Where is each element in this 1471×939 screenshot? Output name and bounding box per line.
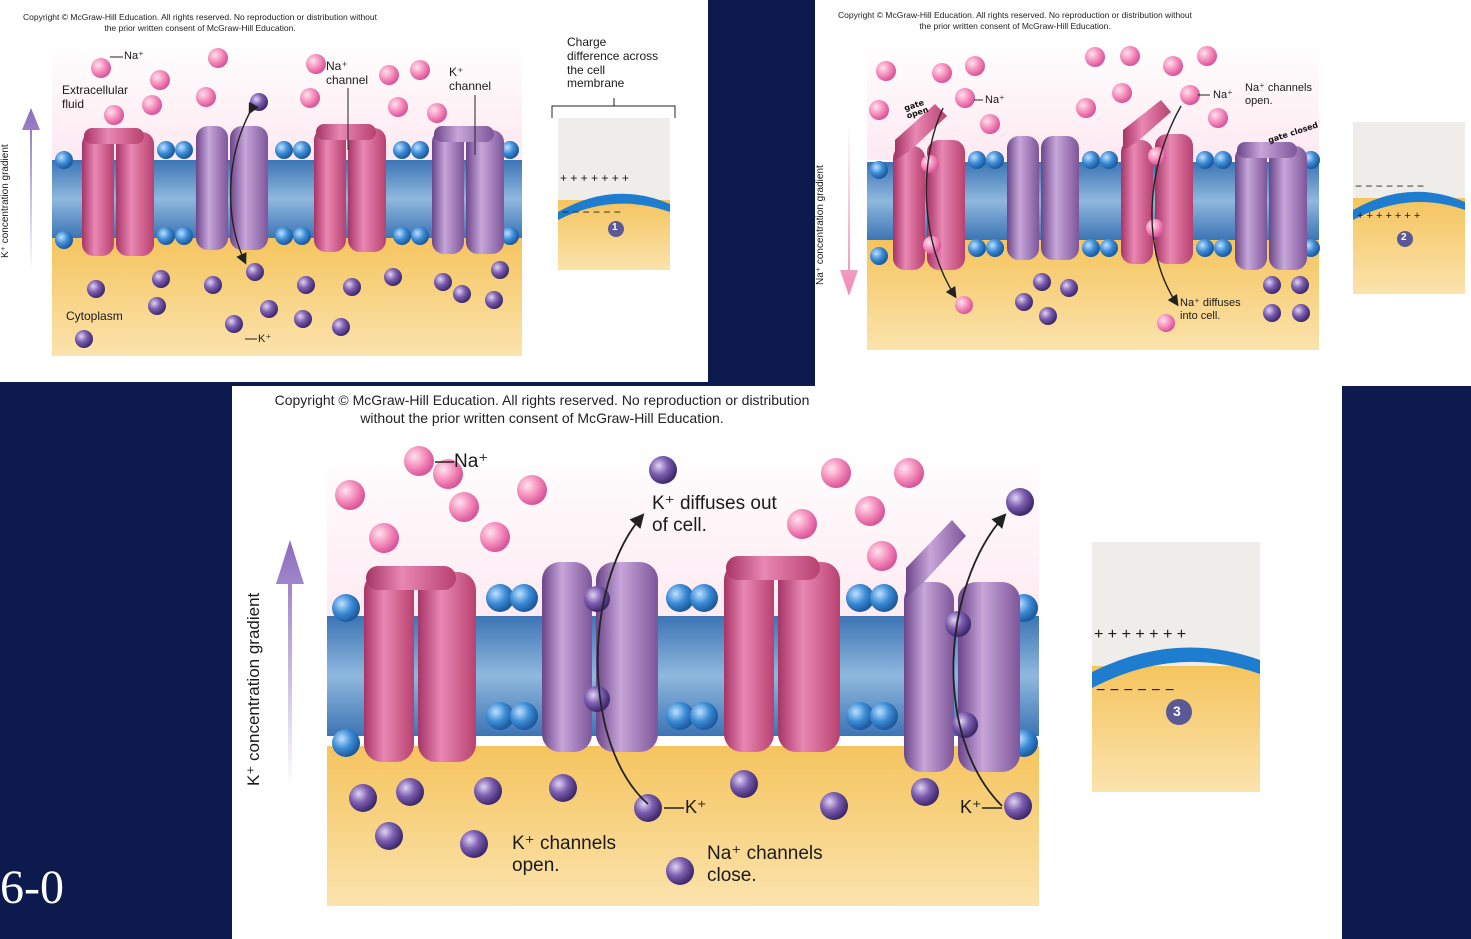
na-gradient-label: Na⁺ concentration gradient [815,165,826,285]
na-diffuses-label: Na⁺ diffuses into cell. [1180,297,1241,322]
na-label: Na⁺ [454,451,489,472]
membrane-diagram-3 [276,446,1260,906]
na-label-2: Na⁺ [1213,89,1233,101]
k-label-2: K⁺ [960,797,982,817]
copyright-text: Copyright © McGraw-Hill Education. All r… [23,12,377,33]
cytoplasm-label: Cytoplasm [66,309,123,323]
charge-minus-signs: − − − − − − − [1355,179,1425,193]
charge-plus-signs: + + + + + + + [1094,626,1187,643]
panel-1-resting: Copyright © McGraw-Hill Education. All r… [0,0,708,382]
k-label: K⁺ [258,333,272,345]
charge-minus-signs: − − − − − − [562,205,621,219]
charge-plus-signs: + + + + + + + [1357,210,1421,222]
panel-2-depolarization: Copyright © McGraw-Hill Education. All r… [815,0,1471,386]
copyright-text: Copyright © McGraw-Hill Education. All r… [274,392,810,426]
step-number-3: 3 [1173,703,1181,719]
na-label: Na⁺ [124,50,144,62]
charge-minus-signs: − − − − − − [1096,682,1175,699]
na-channels-close-label: Na⁺ channels close. [707,843,823,886]
panel-3-repolarization: Copyright © McGraw-Hill Education. All r… [232,386,1342,939]
charge-plus-signs: + + + + + + + [560,171,630,185]
na-label-1: Na⁺ [985,94,1005,106]
na-channel-label: Na⁺ channel [326,59,369,87]
step-number-1: 1 [612,222,618,233]
k-label-1: K⁺ [685,797,707,817]
copyright-text: Copyright © McGraw-Hill Education. All r… [838,10,1192,31]
k-gradient-label: K⁺ concentration gradient [0,144,11,258]
membrane-diagram-2 [840,40,1465,350]
k-gradient-label: K⁺ concentration gradient [244,592,263,786]
na-channels-open-label: Na⁺ channels open. [1245,82,1312,107]
extracellular-fluid-label: Extracellular fluid [62,83,129,111]
membrane-diagram-1 [22,40,676,356]
k-diffuses-label: K⁺ diffuses out of cell. [652,493,777,536]
slide-number: 6-0 [0,861,64,914]
charge-difference-title: Charge difference across the cell membra… [567,35,659,91]
step-number-2: 2 [1401,232,1407,243]
k-channels-open-label: K⁺ channels open. [512,833,617,876]
k-channel-label: K⁺ channel [449,65,492,93]
